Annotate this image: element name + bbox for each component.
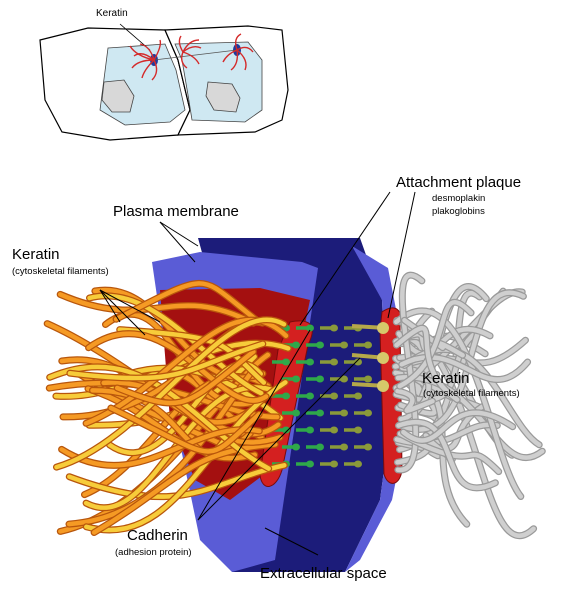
cadherin: [282, 443, 300, 451]
leader-keratin-a: [99, 289, 161, 323]
cadherin: [296, 460, 314, 468]
cadherin: [354, 443, 372, 451]
leader-attachment-a: [299, 191, 391, 326]
cadherin: [330, 443, 348, 451]
cadherin: [320, 460, 338, 468]
leader-extracellular: [264, 527, 319, 556]
leader-lines: [99, 191, 416, 556]
cadherin: [296, 324, 314, 332]
inset-keratin-left: [129, 39, 162, 81]
cell-inset: [39, 23, 289, 141]
nucleus-left: [101, 79, 135, 113]
cadherin: [330, 375, 348, 383]
leader-cadherin-b: [197, 357, 361, 521]
cadherin: [330, 409, 348, 417]
leader-attachment-b: [387, 191, 416, 319]
keratin-left-sublabel: (cytoskeletal filaments): [12, 266, 109, 277]
inset-keratin-middle: [178, 35, 202, 69]
cadherin: [296, 358, 314, 366]
keratin-right-sublabel: (cytoskeletal filaments): [423, 388, 520, 399]
extracellular-space-label: Extracellular space: [260, 565, 387, 582]
cadherin: [306, 443, 324, 451]
leader-cadherin-a: [197, 329, 311, 521]
cadherin-sublabel: (adhesion protein): [115, 547, 192, 558]
cadherin: [282, 409, 300, 417]
desmoplakin-knobs: [351, 322, 389, 392]
plakoglobins-label: plakoglobins: [432, 206, 485, 217]
leader-plasma-membrane-b: [159, 221, 196, 263]
nucleus-right: [205, 81, 241, 113]
inset-keratin-right: [222, 33, 254, 71]
cadherin: [306, 341, 324, 349]
cadherin-label: Cadherin: [127, 527, 188, 544]
cadherin: [320, 426, 338, 434]
cadherin: [296, 392, 314, 400]
cadherin: [354, 409, 372, 417]
cadherin: [320, 324, 338, 332]
leader-plasma-membrane-a: [159, 221, 199, 247]
cadherin: [296, 426, 314, 434]
attachment-plaque-label: Attachment plaque: [396, 174, 522, 191]
plasma-membrane-label: Plasma membrane: [113, 203, 239, 220]
keratin-filaments-left: [43, 279, 292, 536]
cadherin: [306, 409, 324, 417]
leader-keratin-c: [99, 289, 121, 323]
cadherin-molecules: [272, 324, 372, 468]
cadherin: [282, 375, 300, 383]
cadherin: [354, 375, 372, 383]
leader-keratin-b: [99, 289, 146, 336]
cadherin: [344, 392, 362, 400]
keratin-left-label: Keratin: [12, 246, 60, 263]
keratin-filaments-right: [391, 271, 546, 540]
cadherin: [354, 341, 372, 349]
cadherin: [344, 460, 362, 468]
cadherin: [320, 358, 338, 366]
keratin-right-label: Keratin: [422, 370, 470, 387]
desmoplakin-label: desmoplakin: [432, 193, 486, 204]
cadherin: [306, 375, 324, 383]
inset-keratin-label: Keratin: [96, 8, 128, 19]
cadherin: [330, 341, 348, 349]
cadherin: [344, 426, 362, 434]
cell-cytoplasm-right: [174, 41, 263, 123]
cadherin: [272, 358, 290, 366]
